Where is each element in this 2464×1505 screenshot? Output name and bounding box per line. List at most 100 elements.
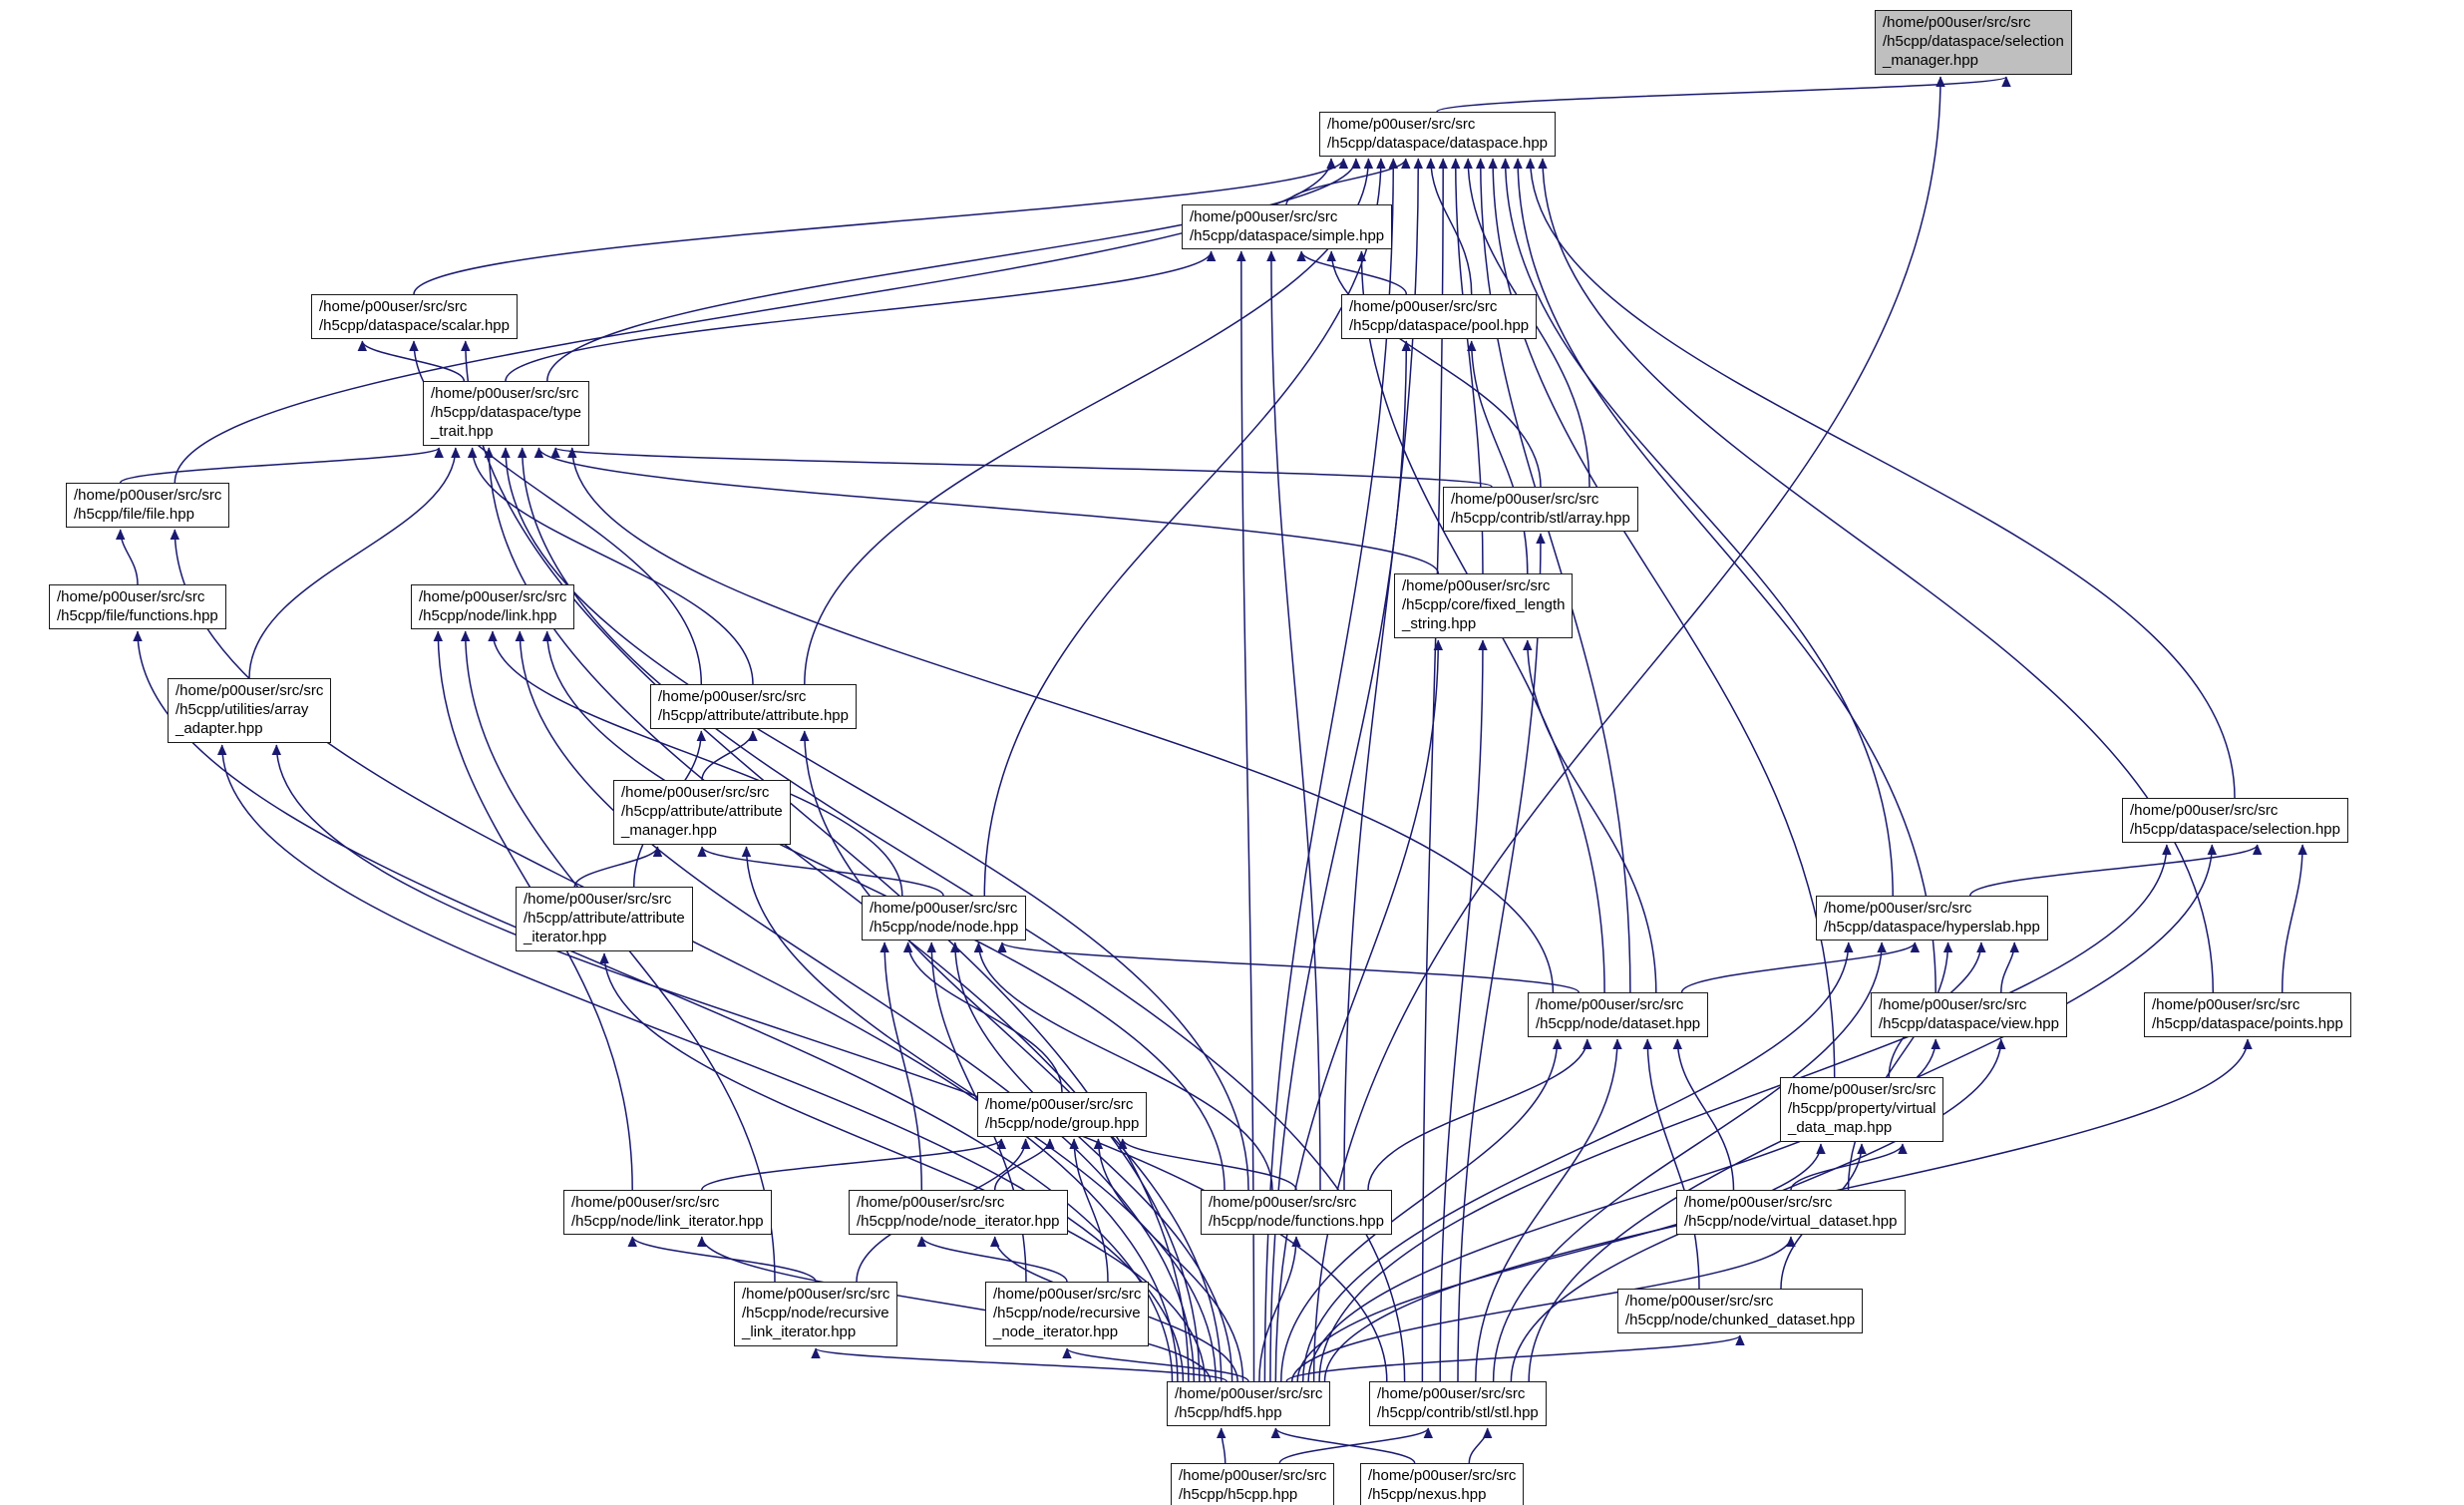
graph-node-virtual_data_map[interactable]: /home/p00user/src/src /h5cpp/property/vi…: [1780, 1077, 1944, 1142]
graph-node-stl[interactable]: /home/p00user/src/src /h5cpp/contrib/stl…: [1369, 1381, 1547, 1427]
edge-stl_array-to-simple: [1326, 250, 1542, 488]
edge-attribute_manager-to-attribute: [701, 730, 758, 781]
graph-node-fixed_length_string[interactable]: /home/p00user/src/src /h5cpp/core/fixed_…: [1394, 573, 1574, 638]
edge-stl-to-dataspace: [1421, 158, 1448, 1382]
edge-hdf5-to-link_iterator: [697, 1236, 1212, 1382]
edge-recursive_node_iterator-to-node_iterator: [916, 1236, 1068, 1283]
graph-node-node_functions[interactable]: /home/p00user/src/src /h5cpp/node/functi…: [1201, 1190, 1392, 1236]
edge-hdf5-to-dataset: [1280, 1038, 1563, 1382]
edge-nexus-to-stl: [1468, 1427, 1493, 1464]
edge-hdf5-to-file_functions: [133, 630, 1174, 1382]
edge-dataset-to-dataspace: [1475, 158, 1631, 993]
edge-fixed_length_string-to-type_trait: [533, 447, 1440, 574]
graph-node-pool[interactable]: /home/p00user/src/src /h5cpp/dataspace/p…: [1341, 294, 1538, 340]
edge-dataspace-to-selection_manager: [1436, 76, 2011, 113]
edge-virtual_dataset-to-virtual_data_map: [1790, 1143, 1908, 1191]
graph-node-array_adapter[interactable]: /home/p00user/src/src /h5cpp/utilities/a…: [168, 678, 332, 743]
graph-node-attribute_manager[interactable]: /home/p00user/src/src /h5cpp/attribute/a…: [613, 780, 791, 845]
edge-type_trait-to-dataspace: [546, 158, 1361, 382]
edge-node_iterator-to-group: [993, 1138, 1055, 1191]
edge-group-to-node: [902, 941, 1063, 1093]
edge-recursive_link_iterator-to-link_iterator: [627, 1236, 817, 1283]
edge-dataset-to-hyperslab: [1680, 941, 1921, 993]
edge-stl-to-stl_array: [1457, 533, 1546, 1382]
graph-node-hdf5[interactable]: /home/p00user/src/src /h5cpp/hdf5.hpp: [1167, 1381, 1331, 1427]
graph-node-selection[interactable]: /home/p00user/src/src /h5cpp/dataspace/s…: [2122, 798, 2348, 844]
edge-hdf5-to-group: [1093, 1138, 1244, 1382]
graph-node-link[interactable]: /home/p00user/src/src /h5cpp/node/link.h…: [411, 584, 575, 630]
edge-node_functions-to-node: [973, 941, 1273, 1191]
edge-node-to-dataspace: [983, 158, 1386, 897]
graph-node-node[interactable]: /home/p00user/src/src /h5cpp/node/node.h…: [862, 896, 1027, 941]
edge-type_trait-to-simple: [505, 250, 1217, 382]
graph-node-file_functions[interactable]: /home/p00user/src/src /h5cpp/file/functi…: [49, 584, 226, 630]
edge-chunked_dataset-to-dataset: [1642, 1038, 1700, 1290]
edge-dataset-to-type_trait: [567, 447, 1555, 993]
edge-hdf5-to-dataspace: [1263, 158, 1399, 1382]
graph-node-dataspace[interactable]: /home/p00user/src/src /h5cpp/dataspace/d…: [1319, 112, 1557, 158]
graph-node-hyperslab[interactable]: /home/p00user/src/src /h5cpp/dataspace/h…: [1816, 896, 2048, 941]
graph-node-view[interactable]: /home/p00user/src/src /h5cpp/dataspace/v…: [1871, 992, 2067, 1038]
edge-hdf5-to-recursive_node_iterator: [1062, 1347, 1249, 1382]
graph-node-simple[interactable]: /home/p00user/src/src /h5cpp/dataspace/s…: [1182, 204, 1393, 250]
graph-node-type_trait[interactable]: /home/p00user/src/src /h5cpp/dataspace/t…: [423, 381, 589, 446]
edge-link_iterator-to-group: [701, 1138, 1006, 1191]
edge-attribute_iterator-to-attribute_manager: [573, 846, 663, 888]
edge-node_functions-to-dataset: [1367, 1038, 1592, 1191]
edge-hdf5-to-node_functions: [1258, 1236, 1301, 1382]
edge-stl-to-dataset: [1475, 1038, 1622, 1382]
graph-node-chunked_dataset[interactable]: /home/p00user/src/src /h5cpp/node/chunke…: [1617, 1289, 1864, 1334]
edge-hdf5-to-hyperslab: [1301, 941, 1854, 1382]
edge-node_iterator-to-node: [880, 941, 923, 1191]
graph-node-nexus[interactable]: /home/p00user/src/src /h5cpp/nexus.hpp: [1360, 1463, 1525, 1505]
edge-file-to-type_trait: [119, 447, 444, 484]
edge-hdf5-to-link: [515, 630, 1196, 1382]
edge-stl-to-fixed_length_string: [1439, 639, 1488, 1382]
edge-nexus-to-hdf5: [1270, 1427, 1416, 1464]
edge-fixed_length_string-to-pool: [1466, 340, 1529, 574]
edge-h5cpp-to-stl: [1278, 1427, 1433, 1464]
graph-node-points[interactable]: /home/p00user/src/src /h5cpp/dataspace/p…: [2144, 992, 2351, 1038]
edge-hdf5-to-virtual_dataset: [1290, 1236, 1796, 1382]
edge-view-to-hyperslab: [2000, 941, 2019, 993]
graph-node-attribute[interactable]: /home/p00user/src/src /h5cpp/attribute/a…: [650, 684, 857, 730]
edge-hdf5-to-array_adapter: [216, 744, 1185, 1382]
graph-node-attribute_iterator[interactable]: /home/p00user/src/src /h5cpp/attribute/a…: [516, 887, 693, 951]
graph-node-stl_array[interactable]: /home/p00user/src/src /h5cpp/contrib/stl…: [1443, 487, 1638, 533]
edge-hyperslab-to-selection: [1969, 844, 2263, 897]
graph-node-virtual_dataset[interactable]: /home/p00user/src/src /h5cpp/node/virtua…: [1676, 1190, 1906, 1236]
graph-node-recursive_node_iterator[interactable]: /home/p00user/src/src /h5cpp/node/recurs…: [985, 1282, 1150, 1346]
graph-node-h5cpp[interactable]: /home/p00user/src/src /h5cpp/h5cpp.hpp: [1171, 1463, 1335, 1505]
graph-node-node_iterator[interactable]: /home/p00user/src/src /h5cpp/node/node_i…: [849, 1190, 1068, 1236]
edge-scalar-to-dataspace: [413, 158, 1349, 295]
edge-hdf5-to-recursive_link_iterator: [811, 1347, 1228, 1382]
edge-selection-to-dataspace: [1525, 158, 2236, 799]
edge-node_functions-to-group: [1117, 1138, 1297, 1191]
edge-hdf5-to-scalar: [461, 340, 1190, 1382]
edge-simple-to-dataspace: [1285, 158, 1411, 205]
edge-h5cpp-to-hdf5: [1216, 1427, 1227, 1464]
edge-virtual_dataset-to-hyperslab: [1847, 941, 1953, 1191]
graph-node-group[interactable]: /home/p00user/src/src /h5cpp/node/group.…: [977, 1092, 1148, 1138]
edge-node-to-attribute_manager: [697, 846, 944, 897]
edge-dataset-to-node: [997, 941, 1580, 993]
edge-stl-to-array_adapter: [271, 744, 1388, 1382]
edge-hdf5-to-simple: [1236, 250, 1255, 1382]
graph-node-link_iterator[interactable]: /home/p00user/src/src /h5cpp/node/link_i…: [563, 1190, 772, 1236]
graph-node-dataset[interactable]: /home/p00user/src/src /h5cpp/node/datase…: [1528, 992, 1709, 1038]
edge-stl-to-hyperslab: [1492, 941, 1887, 1382]
edge-hdf5-to-chunked_dataset: [1285, 1334, 1745, 1382]
edge-hdf5-to-virtual_data_map: [1296, 1143, 1826, 1382]
edge-view-to-dataspace: [1513, 158, 1936, 993]
edge-pool-to-simple: [1296, 250, 1408, 295]
graph-node-recursive_link_iterator[interactable]: /home/p00user/src/src /h5cpp/node/recurs…: [734, 1282, 898, 1346]
graph-node-file[interactable]: /home/p00user/src/src /h5cpp/file/file.h…: [66, 483, 230, 529]
edge-stl_array-to-type_trait: [550, 447, 1493, 488]
edge-hdf5-to-attribute_iterator: [599, 952, 1207, 1382]
graph-node-selection_manager[interactable]: /home/p00user/src/src /h5cpp/dataspace/s…: [1875, 10, 2072, 75]
edge-pool-to-dataspace: [1426, 158, 1473, 295]
edge-type_trait-to-scalar: [357, 340, 466, 382]
graph-node-scalar[interactable]: /home/p00user/src/src /h5cpp/dataspace/s…: [311, 294, 518, 340]
edge-dataset-to-fixed_length_string: [1523, 639, 1657, 993]
